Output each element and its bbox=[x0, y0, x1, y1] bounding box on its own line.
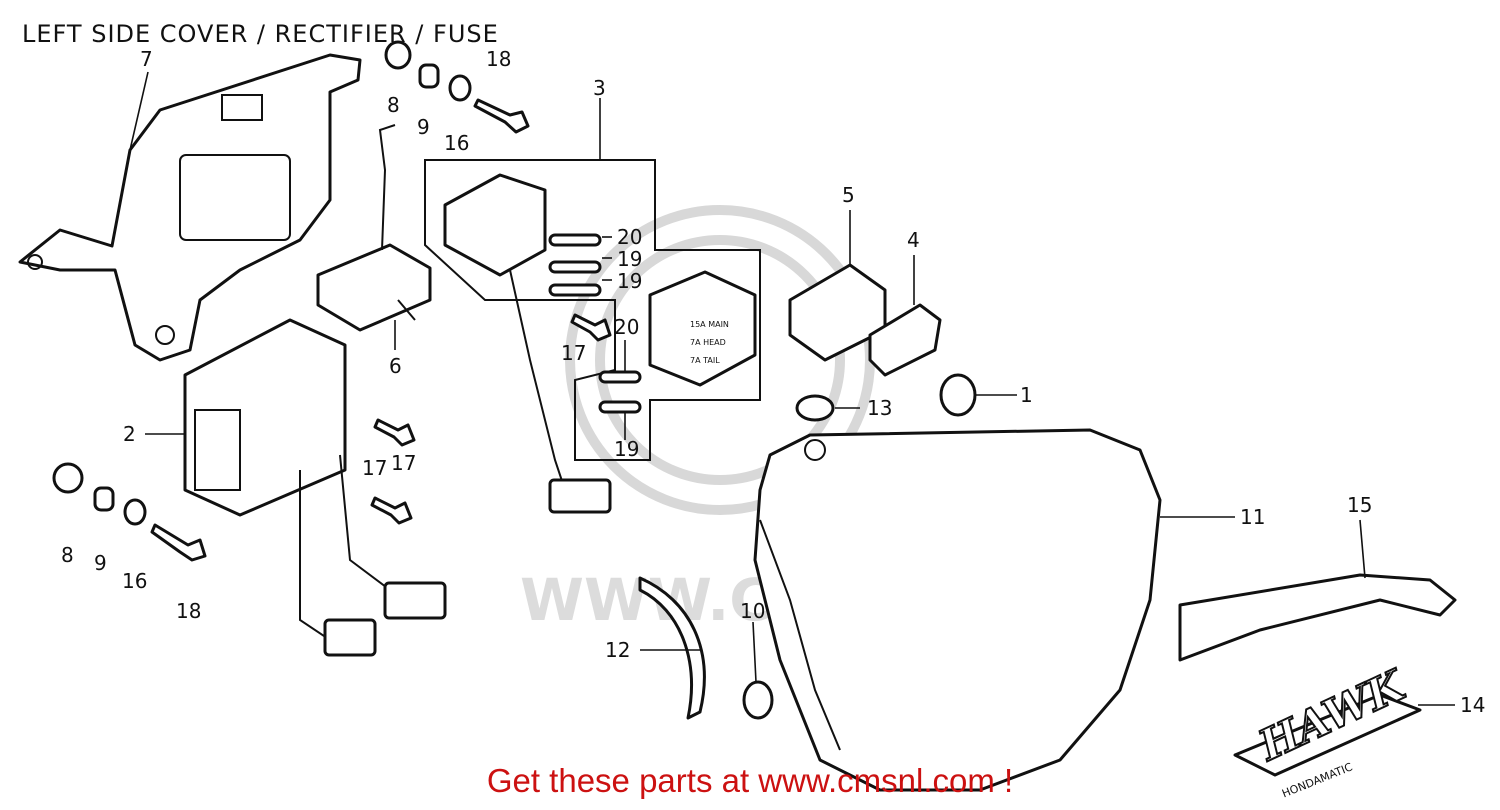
label-16-bottom: 16 bbox=[122, 569, 147, 593]
part-number-labels: 7 8 9 16 18 3 20 19 19 20 19 17 5 4 1 13… bbox=[61, 47, 1485, 717]
relay-part-6 bbox=[316, 124, 432, 332]
label-14: 14 bbox=[1460, 693, 1485, 717]
grommet-part-8-top bbox=[384, 40, 412, 70]
label-20-a: 20 bbox=[617, 225, 642, 249]
label-20-b: 20 bbox=[614, 315, 639, 339]
collar-part-9-bottom bbox=[93, 486, 115, 512]
bolt-part-18-bottom bbox=[150, 523, 207, 562]
label-4: 4 bbox=[907, 228, 920, 252]
footer-promo-text[interactable]: Get these parts at www.cmsnl.com ! bbox=[486, 762, 1014, 799]
collar-part-9-top bbox=[418, 63, 440, 89]
label-18-bottom: 18 bbox=[176, 599, 201, 623]
label-6: 6 bbox=[389, 354, 402, 378]
leader-lines bbox=[129, 71, 1455, 706]
grommet-part-1 bbox=[939, 373, 977, 417]
bolt-part-18-top bbox=[473, 98, 530, 134]
washer-part-16-bottom bbox=[123, 498, 147, 526]
diagram-title: LEFT SIDE COVER / RECTIFIER / FUSE bbox=[22, 20, 499, 48]
label-8-top: 8 bbox=[387, 93, 400, 117]
label-3: 3 bbox=[593, 76, 606, 100]
label-17-c: 17 bbox=[391, 451, 416, 475]
fuse-label-line-1: 15A MAIN bbox=[690, 320, 729, 329]
trim-part-12 bbox=[638, 576, 706, 720]
bracket-part-7 bbox=[18, 53, 362, 362]
label-16-top: 16 bbox=[444, 131, 469, 155]
label-13: 13 bbox=[867, 396, 892, 420]
label-17-b: 17 bbox=[362, 456, 387, 480]
label-7: 7 bbox=[140, 47, 153, 71]
emblem-text: HAWK bbox=[1251, 660, 1413, 770]
relay-part-4 bbox=[868, 303, 942, 377]
label-12: 12 bbox=[605, 638, 630, 662]
label-19-a: 19 bbox=[617, 247, 642, 271]
fuse-label-line-3: 7A TAIL bbox=[690, 356, 720, 365]
label-8-bottom: 8 bbox=[61, 543, 74, 567]
grommet-part-8-bottom bbox=[52, 462, 84, 494]
bolt-part-17-c bbox=[370, 496, 413, 525]
label-19-c: 19 bbox=[614, 437, 639, 461]
label-17-a: 17 bbox=[561, 341, 586, 365]
bolt-part-17-a bbox=[570, 313, 612, 342]
label-5: 5 bbox=[842, 183, 855, 207]
rectifier-part-2 bbox=[183, 318, 447, 657]
label-10: 10 bbox=[740, 599, 765, 623]
washer-part-16-top bbox=[448, 74, 472, 102]
label-9-bottom: 9 bbox=[94, 551, 107, 575]
label-19-b: 19 bbox=[617, 269, 642, 293]
label-18-top: 18 bbox=[486, 47, 511, 71]
label-9-top: 9 bbox=[417, 115, 430, 139]
label-1: 1 bbox=[1020, 383, 1033, 407]
bolt-part-17-b bbox=[373, 418, 416, 447]
label-15: 15 bbox=[1347, 493, 1372, 517]
fuse-label-line-2: 7A HEAD bbox=[690, 338, 726, 347]
side-cover-part-11 bbox=[753, 428, 1162, 792]
label-2: 2 bbox=[123, 422, 136, 446]
fuse-box-part-3: 15A MAIN 7A HEAD 7A TAIL bbox=[424, 159, 761, 514]
grommet-part-10 bbox=[742, 680, 774, 720]
stripe-part-15 bbox=[1178, 573, 1457, 662]
label-11: 11 bbox=[1240, 505, 1265, 529]
grommet-part-13 bbox=[795, 394, 835, 422]
